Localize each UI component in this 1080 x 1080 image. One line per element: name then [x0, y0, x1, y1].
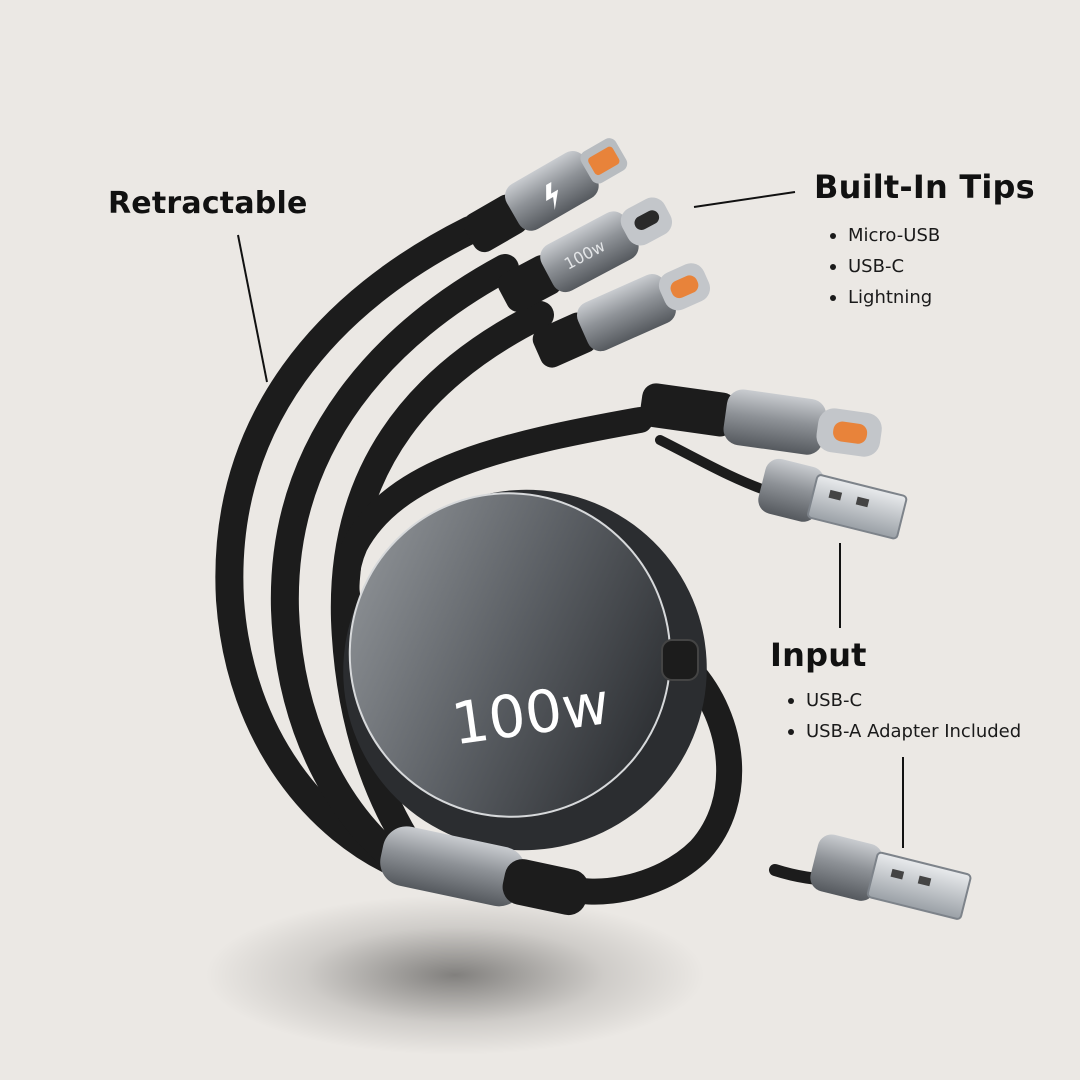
ground-shadow	[205, 895, 705, 1055]
tip-lightning	[532, 263, 711, 368]
input-item: USB-C	[786, 685, 1021, 716]
callout-line-retractable	[237, 234, 268, 383]
retractable-hub: 100w	[343, 489, 707, 851]
builtin-tips-list: Micro-USB USB-C Lightning	[828, 220, 940, 313]
cable-usb-a-short	[655, 435, 775, 497]
cable-micro-usb	[215, 216, 484, 879]
hub-face	[348, 492, 672, 818]
builtin-tip-item: USB-C	[828, 251, 940, 282]
retractable-label: Retractable	[108, 186, 308, 221]
cable-hub-loop	[547, 657, 743, 905]
callout-line-builtin-tips	[693, 191, 796, 208]
tip-usb-c: 100w	[497, 197, 673, 312]
input-usb-c-connector	[639, 383, 882, 457]
cable-joint	[380, 826, 589, 916]
hub-cable-clip	[661, 639, 699, 681]
builtin-tip-item: Lightning	[828, 282, 940, 313]
usb-a-adapter	[758, 458, 908, 540]
input-item: USB-A Adapter Included	[786, 716, 1021, 747]
tip-micro-usb	[463, 138, 628, 253]
input-list: USB-C USB-A Adapter Included	[786, 685, 1021, 747]
detached-usb-a-plug	[810, 834, 972, 920]
callout-lines	[237, 191, 904, 848]
input-title: Input	[770, 636, 867, 674]
lightning-bolt-icon	[546, 181, 559, 210]
builtin-tips-title: Built-In Tips	[814, 168, 1035, 206]
cables	[215, 216, 844, 905]
builtin-tip-item: Micro-USB	[828, 220, 940, 251]
cable-usb-c-tip	[270, 254, 519, 884]
